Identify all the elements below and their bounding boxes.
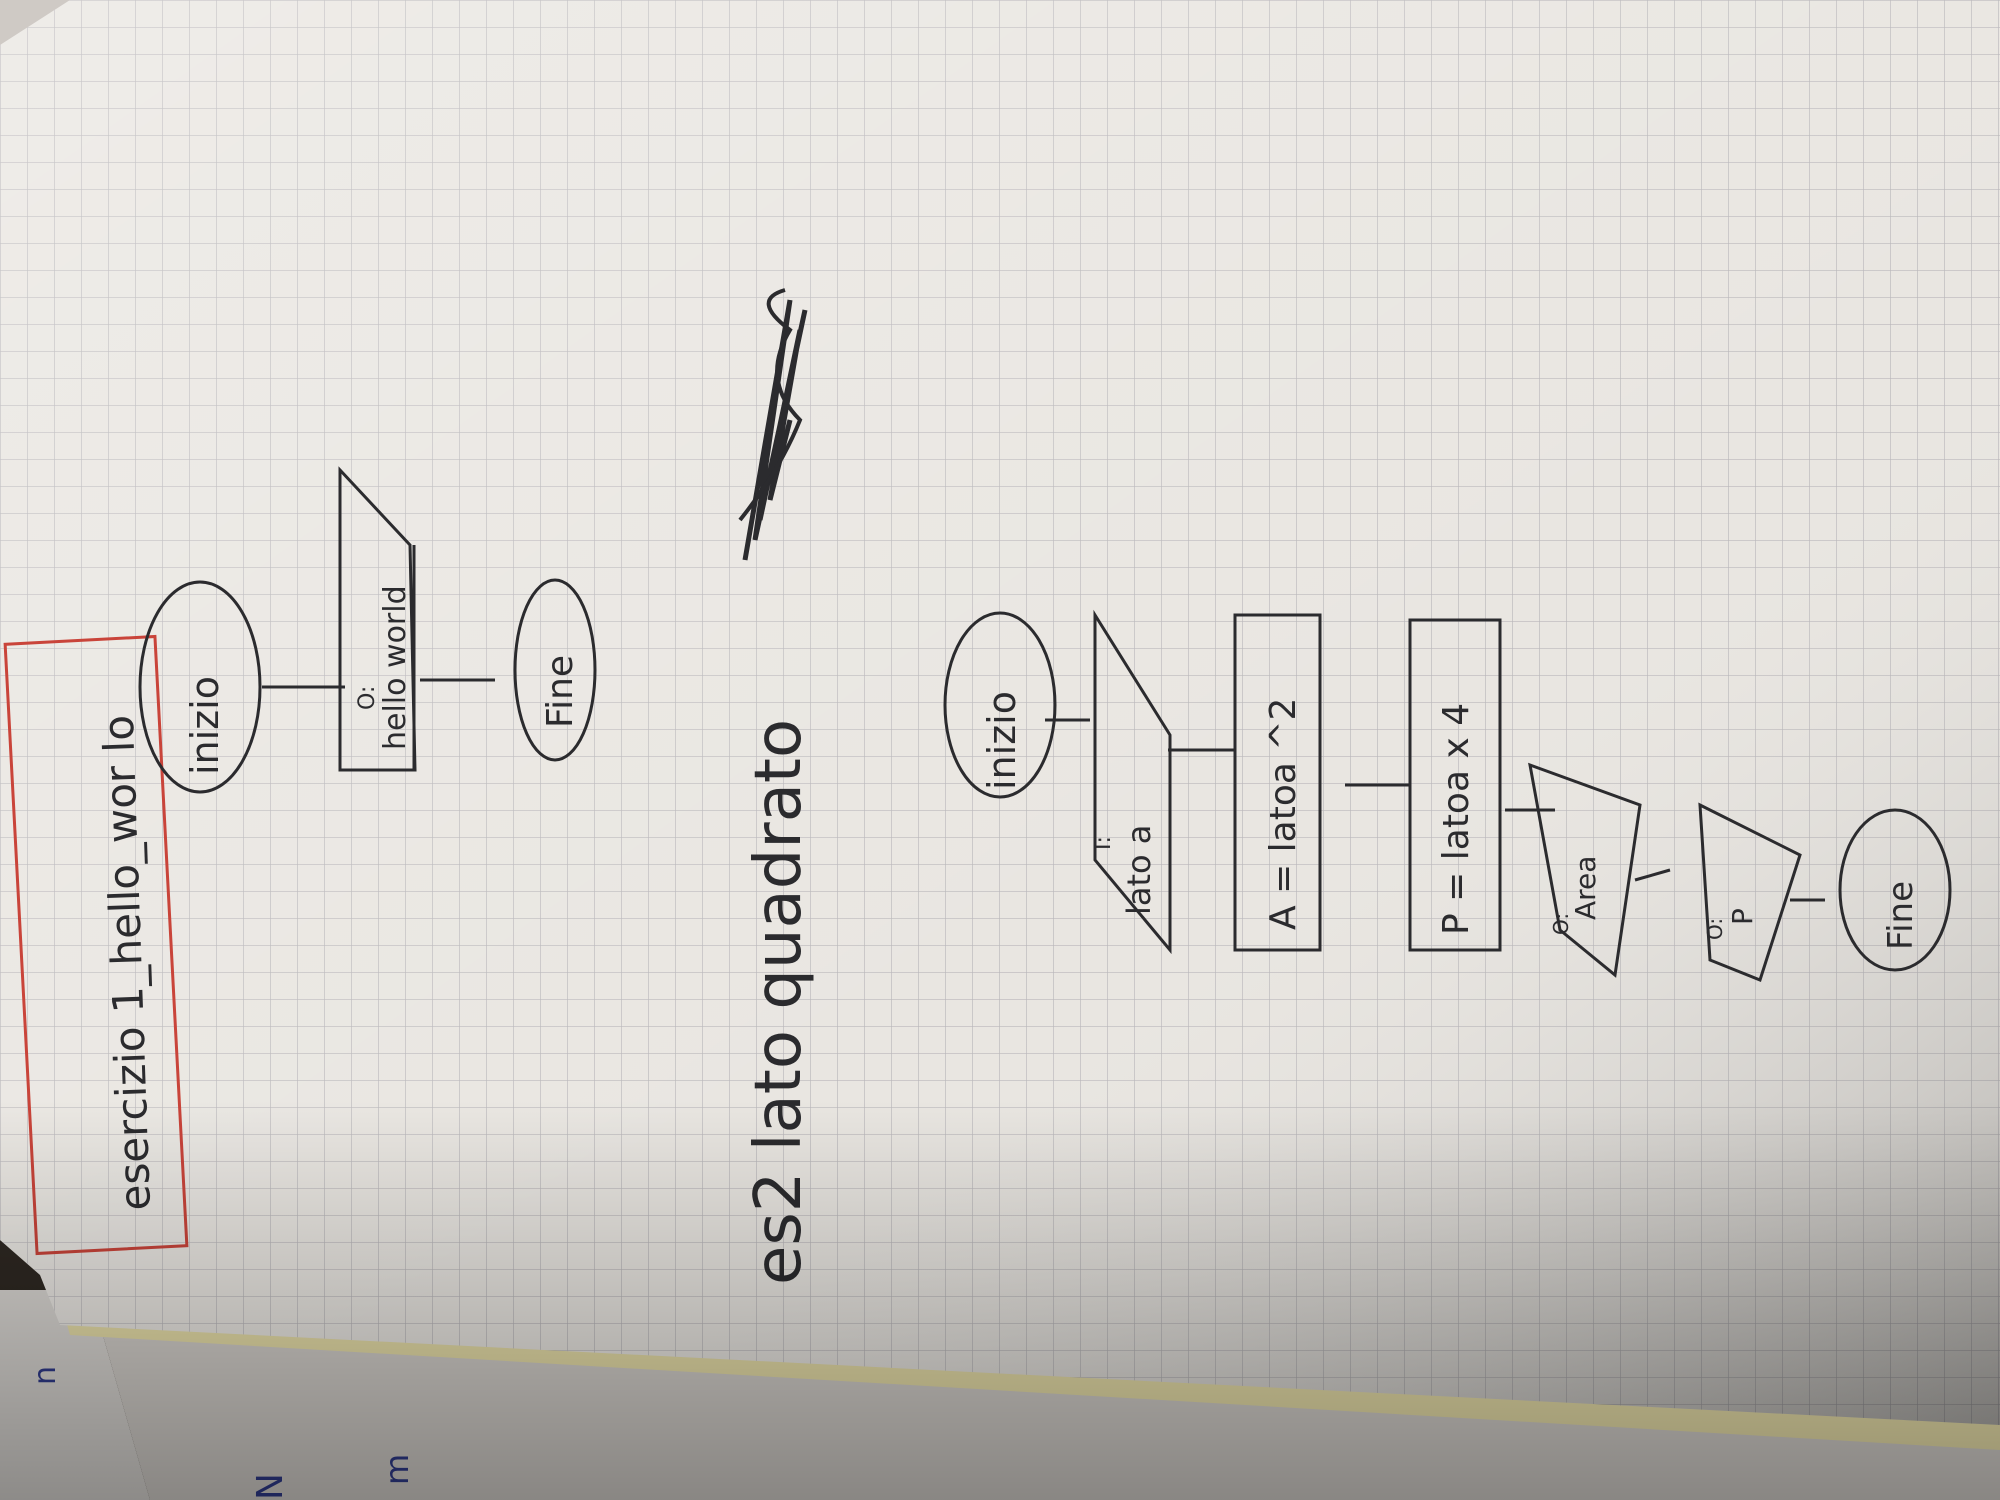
exercise1-end-ellipse xyxy=(513,578,597,762)
exercise2-perimeter-text: P = latoa x 4 xyxy=(1436,703,1477,935)
exercise2-output-perimeter-shape xyxy=(1698,802,1802,982)
exercise1-end-label: Fine xyxy=(540,655,581,728)
bottom-vignette xyxy=(0,1100,2000,1500)
page-shading xyxy=(0,0,2000,1425)
exercise2-output-perimeter-text: P xyxy=(1726,908,1759,925)
exercise2-area-text: A = latoa ^2 xyxy=(1263,698,1304,930)
exercise2-end-label: Fine xyxy=(1881,881,1921,950)
exercise2-output-area-prefix: O: xyxy=(1549,913,1573,935)
exercise1-start-ellipse xyxy=(138,580,262,794)
scribbled-out-word xyxy=(738,288,808,561)
exercise2-start-label: inizio xyxy=(980,691,1024,790)
page-corner xyxy=(0,0,70,45)
exercise1-start-label: inizio xyxy=(183,676,227,775)
exercise2-output-area-text: Area xyxy=(1569,856,1602,920)
exercise2-input-text: lato a xyxy=(1120,825,1158,915)
exercise1-output-text: hello world xyxy=(378,585,413,750)
exercise2-area-box xyxy=(1233,613,1322,952)
exercise2-output-area-shape xyxy=(1528,762,1642,978)
exercise2-input-prefix: I: xyxy=(1091,836,1116,850)
exercise2-connector-5 xyxy=(1634,868,1671,882)
exercise1-output-prefix: O: xyxy=(355,686,380,710)
exercise2-end-ellipse xyxy=(1838,808,1952,972)
exercise2-perimeter-box xyxy=(1408,618,1502,952)
exercise2-start-ellipse xyxy=(943,611,1057,799)
exercise2-output-perimeter-prefix: O: xyxy=(1703,918,1727,940)
exercise2-input-shape xyxy=(1093,609,1172,955)
